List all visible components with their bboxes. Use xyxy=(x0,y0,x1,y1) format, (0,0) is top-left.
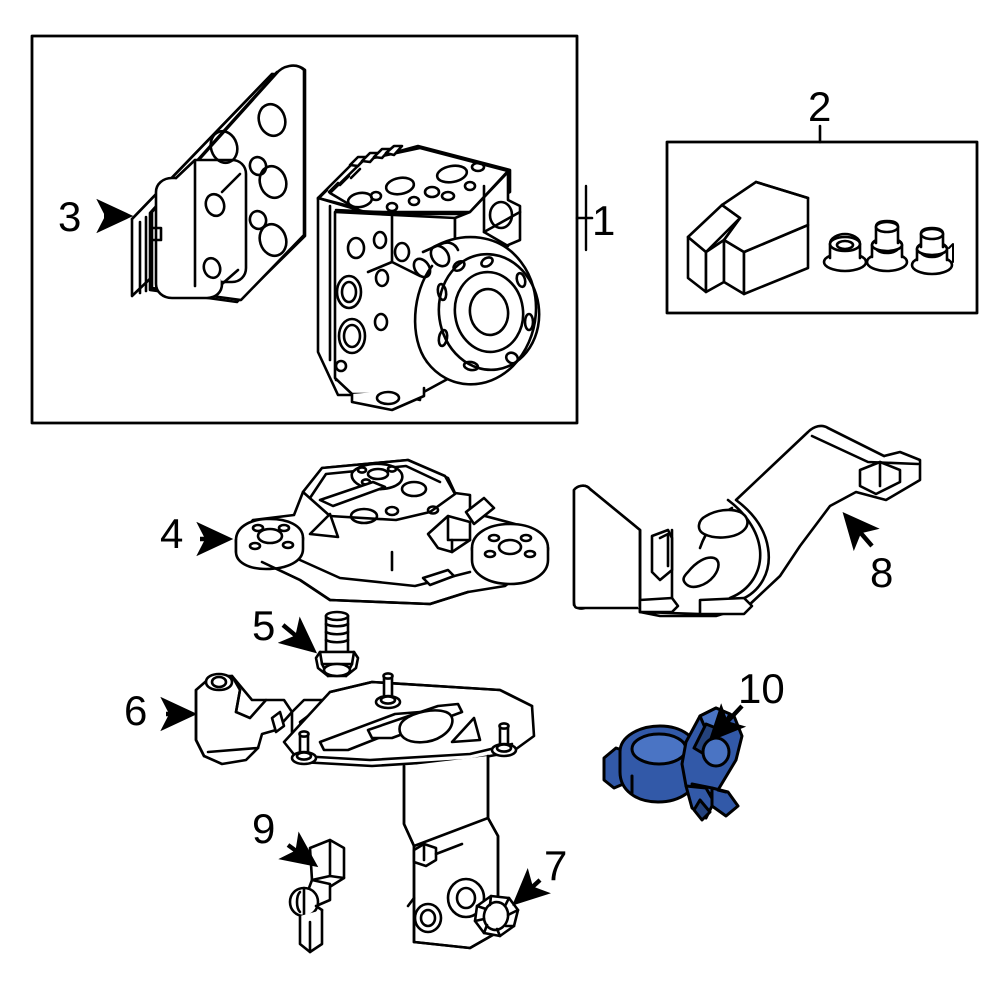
leader-9 xyxy=(278,831,319,868)
callout-4[interactable]: 4 xyxy=(160,510,184,557)
leader-8 xyxy=(842,512,880,552)
part-6-support-bracket xyxy=(194,672,536,950)
part-2-mount-kit xyxy=(686,180,810,296)
part-10-battery-terminal-sensor xyxy=(602,706,744,822)
callout-2[interactable]: 2 xyxy=(808,83,832,130)
part-5-flange-bolt xyxy=(314,610,360,678)
callout-9[interactable]: 9 xyxy=(252,805,276,852)
leader-5 xyxy=(277,616,318,654)
callout-3[interactable]: 3 xyxy=(58,193,82,240)
part-2-grommets xyxy=(822,219,954,276)
callout-6[interactable]: 6 xyxy=(124,687,148,734)
callout-8[interactable]: 8 xyxy=(870,549,894,596)
callout-5[interactable]: 5 xyxy=(252,602,276,649)
leader-10 xyxy=(708,703,747,742)
part-3-control-module xyxy=(130,64,307,304)
part-7-hex-nut xyxy=(473,894,520,938)
part-8-cover-shield xyxy=(572,424,922,618)
callout-10[interactable]: 10 xyxy=(738,665,785,712)
part-9-sensor xyxy=(288,838,346,954)
callout-1[interactable]: 1 xyxy=(592,197,616,244)
leader-7 xyxy=(512,867,551,906)
callout-7[interactable]: 7 xyxy=(544,842,568,889)
part-4-mounting-plate xyxy=(234,458,550,606)
part-1-abs-modulator xyxy=(316,144,541,412)
